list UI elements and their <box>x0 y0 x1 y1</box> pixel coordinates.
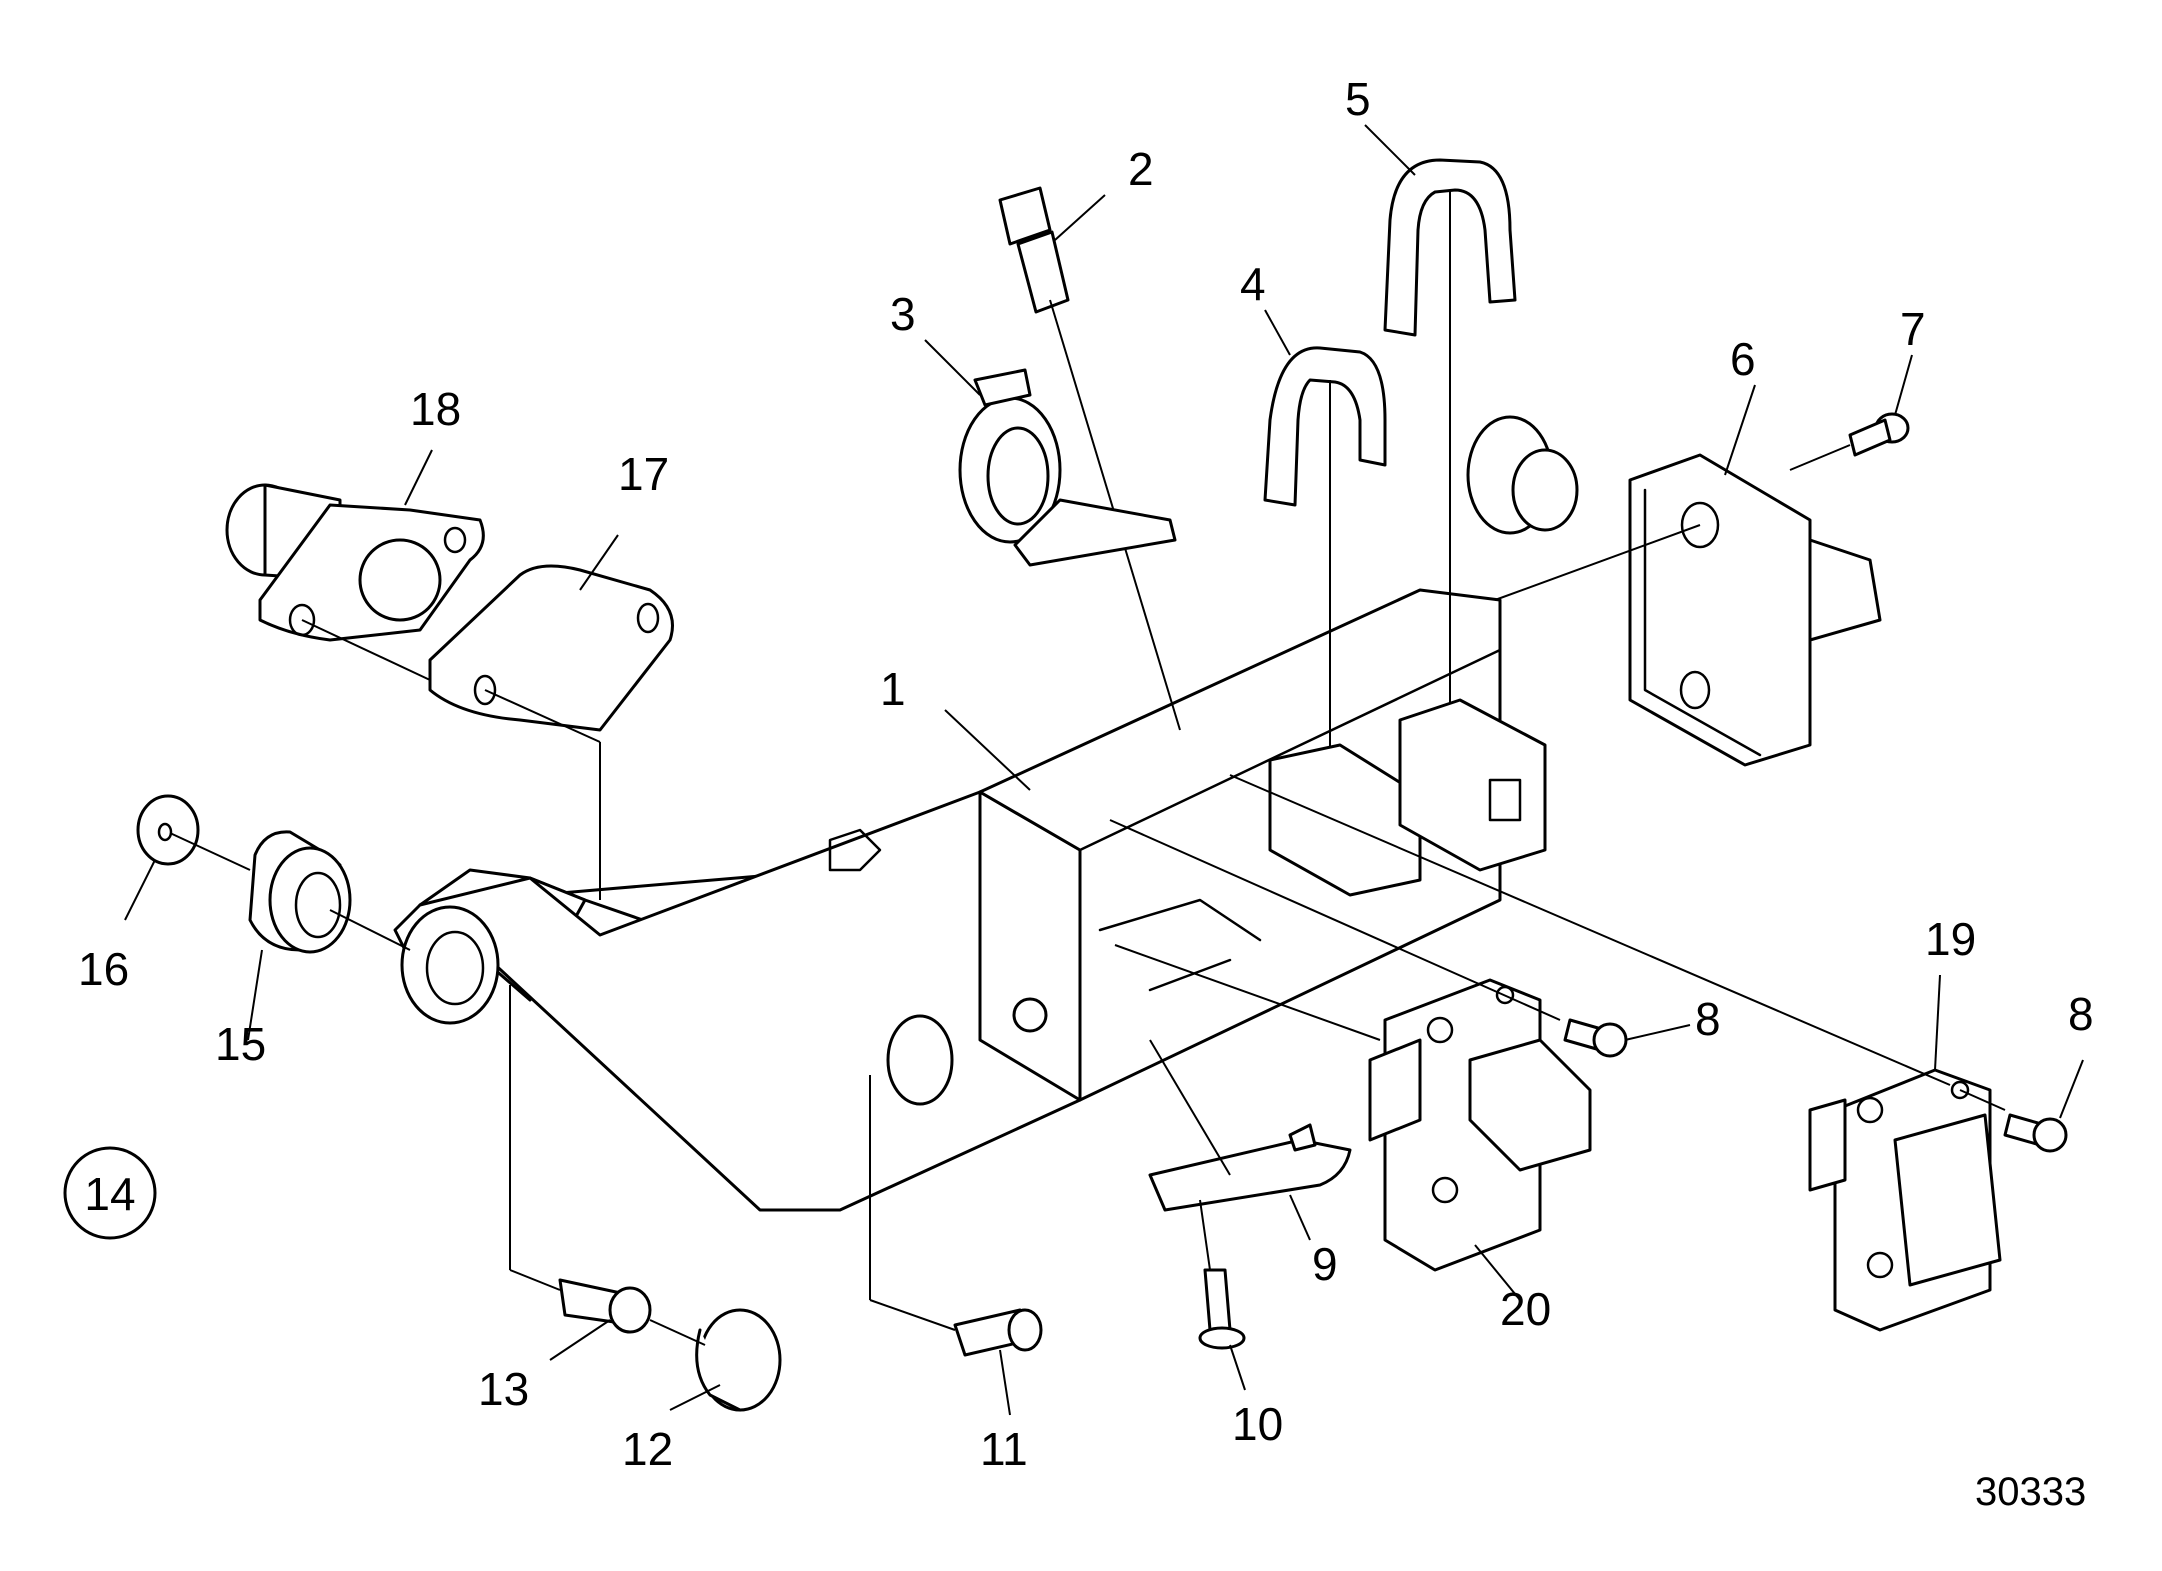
callout-8b: 8 <box>2068 988 2094 1040</box>
stud-13 <box>509 985 652 1334</box>
callout-4: 4 <box>1240 258 1266 310</box>
leader-lines <box>124 124 2084 1416</box>
screw-11 <box>869 1075 1043 1357</box>
reference-number: 30333 <box>1975 1470 2086 1514</box>
u-clip-small <box>1263 346 1387 760</box>
control-module <box>1494 453 1882 767</box>
callout-14: 14 <box>84 1168 135 1220</box>
callout-1: 1 <box>880 663 906 715</box>
screw-7 <box>1789 412 1910 471</box>
callout-10: 10 <box>1232 1398 1283 1450</box>
callout-7: 7 <box>1900 303 1926 355</box>
gasket <box>428 564 674 900</box>
callout-11: 11 <box>980 1423 1028 1475</box>
callout-16: 16 <box>78 943 129 995</box>
connector-20 <box>1114 944 1592 1272</box>
callout-8a: 8 <box>1695 993 1721 1045</box>
callout-18: 18 <box>410 383 461 435</box>
callout-12: 12 <box>622 1423 673 1475</box>
bracket-connectors <box>1268 698 1547 897</box>
cap-12 <box>649 1308 782 1412</box>
callout-9: 9 <box>1312 1238 1338 1290</box>
callout-14-circle <box>63 1146 157 1240</box>
cylinder <box>1466 415 1579 535</box>
screw-8b <box>1959 1089 2068 1153</box>
callout-3: 3 <box>890 288 916 340</box>
screw-8a <box>1109 819 1628 1058</box>
clip-9 <box>1148 1039 1352 1212</box>
callout-2: 2 <box>1128 143 1154 195</box>
callout-6: 6 <box>1730 333 1756 385</box>
callout-5: 5 <box>1345 73 1371 125</box>
callout-19: 19 <box>1925 913 1976 965</box>
screw-10 <box>1198 1199 1246 1350</box>
callout-13: 13 <box>478 1363 529 1415</box>
callout-20: 20 <box>1500 1283 1551 1335</box>
sensor <box>225 483 485 681</box>
u-clip-large <box>1383 158 1517 720</box>
callout-17: 17 <box>618 448 669 500</box>
main-bracket <box>393 588 1502 1212</box>
callout-15: 15 <box>215 1018 266 1070</box>
bushing <box>248 830 411 954</box>
callout-labels: 1 2 3 4 5 6 7 8 8 9 10 11 12 13 15 16 17… <box>63 73 2094 1514</box>
washer <box>136 794 251 871</box>
clamp <box>958 368 1177 567</box>
